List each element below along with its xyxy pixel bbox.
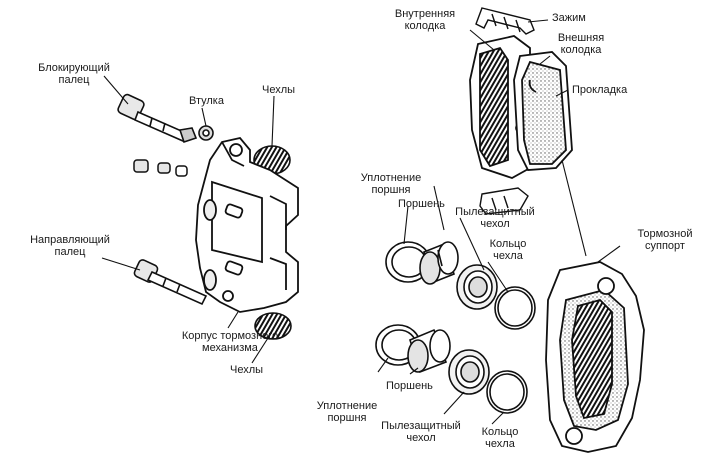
label-dust-boot-top-line1: Пылезащитный [455, 206, 535, 218]
label-locking-pin: Блокирующий палец [22, 62, 126, 86]
boot-ring-top-part [494, 286, 536, 330]
label-boot-ring-top-line2: чехла [493, 250, 523, 262]
label-boot-ring-bottom-line1: Кольцо [481, 426, 519, 438]
label-piston-bottom: Поршень [386, 380, 433, 392]
label-guide-pin: Направляющий палец [16, 234, 124, 258]
anti-rattle-clip-part [479, 187, 529, 215]
label-boot-ring-bottom: Кольцо чехла [470, 426, 530, 450]
label-boot-ring-top: Кольцо чехла [478, 238, 538, 262]
label-caliper-body-line2: механизма [202, 342, 258, 354]
bushing-part [198, 125, 214, 141]
small-sleeves-part [133, 159, 188, 177]
label-dust-boot-bottom: Пылезащитный чехол [372, 420, 470, 444]
label-locking-pin-line1: Блокирующий [38, 62, 110, 74]
label-dust-boot-top: Пылезащитный чехол [446, 206, 544, 230]
label-caliper-bracket-line1: Тормозной [637, 228, 693, 240]
label-caliper-bracket: Тормозной суппорт [626, 228, 704, 252]
clip-part [475, 7, 535, 35]
label-dust-boot-bottom-line2: чехол [406, 432, 436, 444]
label-bushing: Втулка [189, 95, 224, 107]
label-caliper-body-line1: Корпус тормозного [181, 330, 279, 342]
label-outer-pad-line1: Внешняя [557, 32, 605, 44]
label-dust-boot-bottom-line1: Пылезащитный [381, 420, 461, 432]
label-boot-ring-top-line1: Кольцо [489, 238, 527, 250]
label-piston-top: Поршень [398, 198, 445, 210]
caliper-body-part [195, 137, 299, 313]
leader-lines [101, 19, 621, 425]
piston-bottom-part [407, 328, 451, 374]
label-dust-boot-top-line2: чехол [480, 218, 510, 230]
label-piston-seal-bottom: Уплотнение поршня [304, 400, 390, 424]
label-piston-seal-top: Уплотнение поршня [348, 172, 434, 196]
boot-ring-bottom-part [486, 370, 528, 414]
label-caliper-bracket-line2: суппорт [645, 240, 685, 252]
dust-boot-top-part [456, 264, 498, 310]
guide-pin-part [133, 259, 208, 306]
label-caliper-body: Корпус тормозного механизма [160, 330, 300, 354]
label-piston-seal-bottom-line1: Уплотнение [316, 400, 378, 412]
label-inner-pad-line1: Внутренняя [394, 8, 456, 20]
label-piston-seal-top-line1: Уплотнение [360, 172, 422, 184]
label-outer-pad: Внешняя колодка [546, 32, 616, 56]
piston-top-part [419, 241, 459, 285]
label-piston-seal-bottom-line2: поршня [327, 412, 367, 424]
label-clip: Зажим [552, 12, 586, 24]
label-locking-pin-line2: палец [58, 74, 90, 86]
label-boot-ring-bottom-line2: чехла [485, 438, 515, 450]
boot-bottom-part [254, 312, 292, 340]
label-inner-pad: Внутренняя колодка [380, 8, 470, 32]
label-inner-pad-line2: колодка [404, 20, 446, 32]
dust-boot-bottom-part [448, 349, 490, 395]
label-guide-pin-line2: палец [54, 246, 86, 258]
label-boots-bottom: Чехлы [230, 364, 264, 376]
label-piston-seal-top-line2: поршня [371, 184, 411, 196]
label-shim: Прокладка [572, 84, 628, 96]
caliper-bracket-part [545, 261, 645, 453]
label-outer-pad-line2: колодка [560, 44, 602, 56]
outer-pad-part [513, 51, 573, 171]
label-boots-top: Чехлы [262, 84, 296, 96]
label-guide-pin-line1: Направляющий [30, 234, 110, 246]
locking-pin-part [117, 93, 198, 144]
